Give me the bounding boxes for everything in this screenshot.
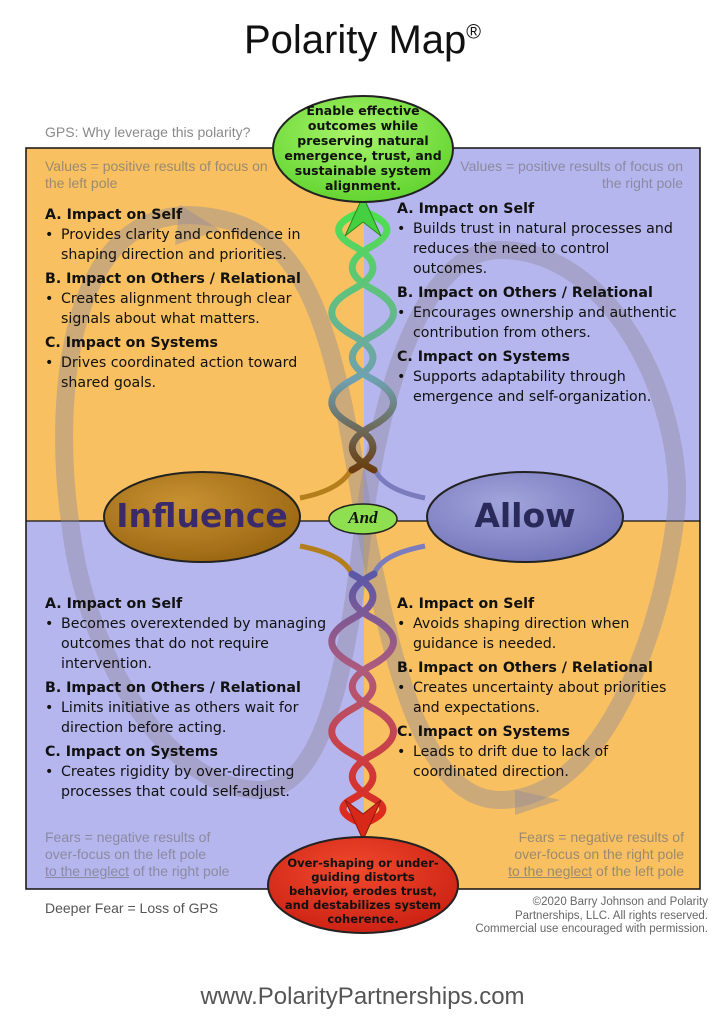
ul-systems-heading: C. Impact on Systems bbox=[45, 335, 218, 351]
ur-systems-text: Supports adaptability through emergence … bbox=[397, 367, 687, 407]
lr-others-text: Creates uncertainty about priorities and… bbox=[397, 678, 693, 718]
lower-left-content: A. Impact on Self Becomes overextended b… bbox=[45, 594, 345, 806]
ul-systems-text: Drives coordinated action toward shared … bbox=[45, 353, 343, 393]
ll-self-heading: A. Impact on Self bbox=[45, 596, 183, 612]
ur-systems-heading: C. Impact on Systems bbox=[397, 349, 570, 365]
lr-systems-text: Leads to drift due to lack of coordinate… bbox=[397, 742, 693, 782]
ul-self-text: Provides clarity and confidence in shapi… bbox=[45, 225, 343, 265]
lower-right-content: A. Impact on Self Avoids shaping directi… bbox=[397, 594, 693, 786]
ll-systems-heading: C. Impact on Systems bbox=[45, 744, 218, 760]
lr-self-heading: A. Impact on Self bbox=[397, 596, 535, 612]
ur-others-heading: B. Impact on Others / Relational bbox=[397, 285, 653, 301]
deeper-fear-oval bbox=[267, 836, 459, 934]
and-label: And bbox=[348, 508, 378, 527]
right-pole-label: Allow bbox=[474, 496, 576, 535]
upper-left-quadrant bbox=[26, 148, 364, 521]
ur-self-heading: A. Impact on Self bbox=[397, 201, 535, 217]
ll-systems-text: Creates rigidity by over-directing proce… bbox=[45, 762, 345, 802]
values-right-label: Values = positive results of focus on th… bbox=[460, 158, 683, 191]
influence-oval bbox=[103, 471, 301, 563]
fears-left-label: Fears = negative results of over-focus o… bbox=[45, 829, 230, 879]
lr-others-heading: B. Impact on Others / Relational bbox=[397, 660, 653, 676]
gps-text: Enable effective outcomes while preservi… bbox=[284, 103, 442, 193]
footer-url[interactable]: www.PolarityPartnerships.com bbox=[200, 983, 525, 1010]
ll-others-text: Limits initiative as others wait for dir… bbox=[45, 698, 345, 738]
ll-others-heading: B. Impact on Others / Relational bbox=[45, 680, 301, 696]
ur-others-text: Encourages ownership and authentic contr… bbox=[397, 303, 687, 343]
lr-self-text: Avoids shaping direction when guidance i… bbox=[397, 614, 693, 654]
copyright-notice: ©2020 Barry Johnson and Polarity Partner… bbox=[475, 896, 708, 935]
ll-self-text: Becomes overextended by managing outcome… bbox=[45, 614, 345, 674]
allow-oval bbox=[426, 471, 624, 563]
values-left-label: Values = positive results of focus on th… bbox=[45, 158, 268, 191]
deeper-fear-label: Deeper Fear = Loss of GPS bbox=[45, 900, 219, 916]
left-pole-label: Influence bbox=[116, 496, 288, 535]
deeper-fear-text: Over-shaping or under-guiding distorts b… bbox=[284, 856, 442, 926]
upper-right-content: A. Impact on Self Builds trust in natura… bbox=[397, 199, 687, 411]
fears-right-label: Fears = negative results of over-focus o… bbox=[508, 829, 684, 879]
page-title: Polarity Map® bbox=[243, 18, 482, 62]
ur-self-text: Builds trust in natural processes and re… bbox=[397, 219, 687, 279]
ul-others-text: Creates alignment through clear signals … bbox=[45, 289, 343, 329]
upper-left-content: A. Impact on Self Provides clarity and c… bbox=[45, 205, 343, 397]
gps-label: GPS: Why leverage this polarity? bbox=[45, 124, 251, 140]
and-oval bbox=[328, 503, 398, 535]
gps-oval bbox=[272, 95, 454, 203]
ul-self-heading: A. Impact on Self bbox=[45, 207, 183, 223]
lr-systems-heading: C. Impact on Systems bbox=[397, 724, 570, 740]
ul-others-heading: B. Impact on Others / Relational bbox=[45, 271, 301, 287]
